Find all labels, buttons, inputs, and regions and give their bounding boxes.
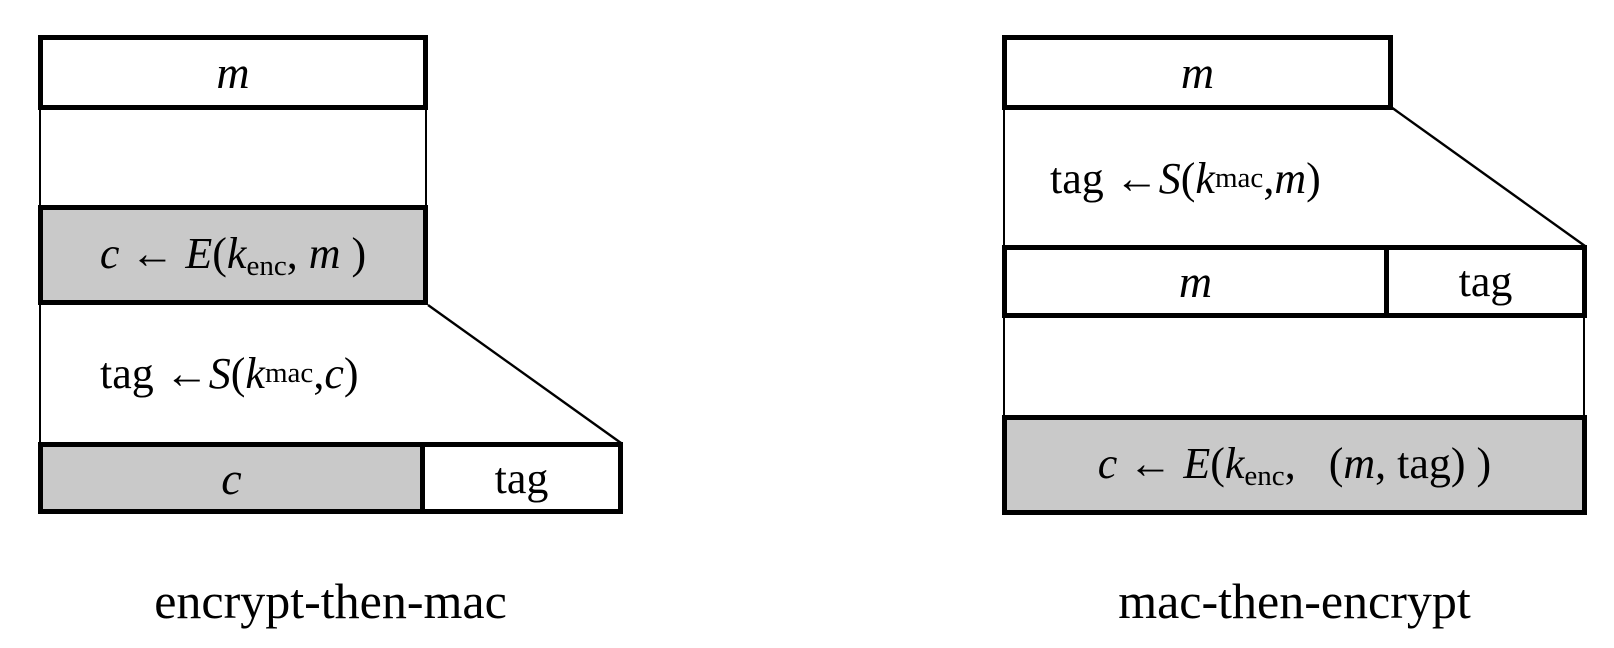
right-concat-tag-cell: tag (1389, 250, 1582, 313)
formula-token: m (308, 228, 341, 278)
formula-token: m (1274, 153, 1307, 203)
formula-token: k (245, 348, 265, 398)
left-ciphertext-label: c (221, 452, 242, 504)
formula-token: k (1195, 153, 1215, 203)
right-concat-message-cell: m (1007, 250, 1389, 313)
formula-token: ) (340, 228, 367, 278)
formula-token: mac (264, 356, 314, 389)
left-encrypt-step-box: c ← E(kenc, m ) (38, 205, 428, 305)
formula-token: E (185, 228, 213, 278)
formula-token: , ( (1284, 438, 1344, 488)
formula-token: ( (1210, 438, 1225, 488)
formula-token: E (1183, 438, 1211, 488)
formula-token: , (1263, 153, 1275, 203)
formula-token: ← (1117, 438, 1184, 488)
left-message-label: m (216, 47, 250, 98)
formula-token: , tag) ) (1375, 438, 1492, 488)
left-ciphertext-cell: c (43, 447, 425, 509)
left-encrypt-formula: c ← E(kenc, m ) (100, 228, 366, 283)
left-output-row: c tag (38, 442, 623, 514)
formula-token: enc (1244, 459, 1285, 492)
left-tag-cell: tag (425, 447, 618, 509)
right-concat-message-label: m (1178, 256, 1213, 307)
formula-token: c (1097, 438, 1118, 488)
formula-token: ) (1306, 153, 1321, 203)
right-encrypt-step-box: c ← E(kenc, (m, tag) ) (1002, 415, 1587, 515)
right-message-box: m (1002, 35, 1393, 110)
formula-token: , (286, 228, 309, 278)
formula-token: ← (119, 228, 186, 278)
formula-token: enc (246, 249, 287, 282)
formula-token: , (313, 348, 325, 398)
right-concat-row: m tag (1002, 245, 1587, 318)
left-caption: encrypt-then-mac (154, 573, 507, 629)
formula-token: ) (343, 348, 359, 398)
formula-token: tag ← (1050, 153, 1159, 203)
right-encrypt-formula: c ← E(kenc, (m, tag) ) (1098, 438, 1491, 493)
formula-token: S (1158, 153, 1181, 203)
formula-token: c (324, 348, 344, 398)
formula-token: c (99, 228, 120, 278)
left-diagonal-line (427, 304, 622, 444)
right-caption: mac-then-encrypt (1118, 573, 1471, 629)
right-concat-tag-label: tag (1458, 257, 1513, 306)
formula-token: k (226, 228, 247, 278)
formula-token: ( (212, 228, 227, 278)
formula-token: k (1224, 438, 1245, 488)
formula-token: ( (230, 348, 246, 398)
formula-token: tag ← (100, 348, 209, 398)
formula-token: ( (1180, 153, 1196, 203)
left-tag-label: tag (494, 453, 549, 503)
right-diagonal-line (1390, 106, 1586, 247)
formula-token: m (1343, 438, 1376, 488)
formula-token: mac (1214, 161, 1264, 194)
right-message-label: m (1180, 47, 1215, 98)
left-message-box: m (38, 35, 428, 110)
formula-token: S (208, 348, 231, 398)
